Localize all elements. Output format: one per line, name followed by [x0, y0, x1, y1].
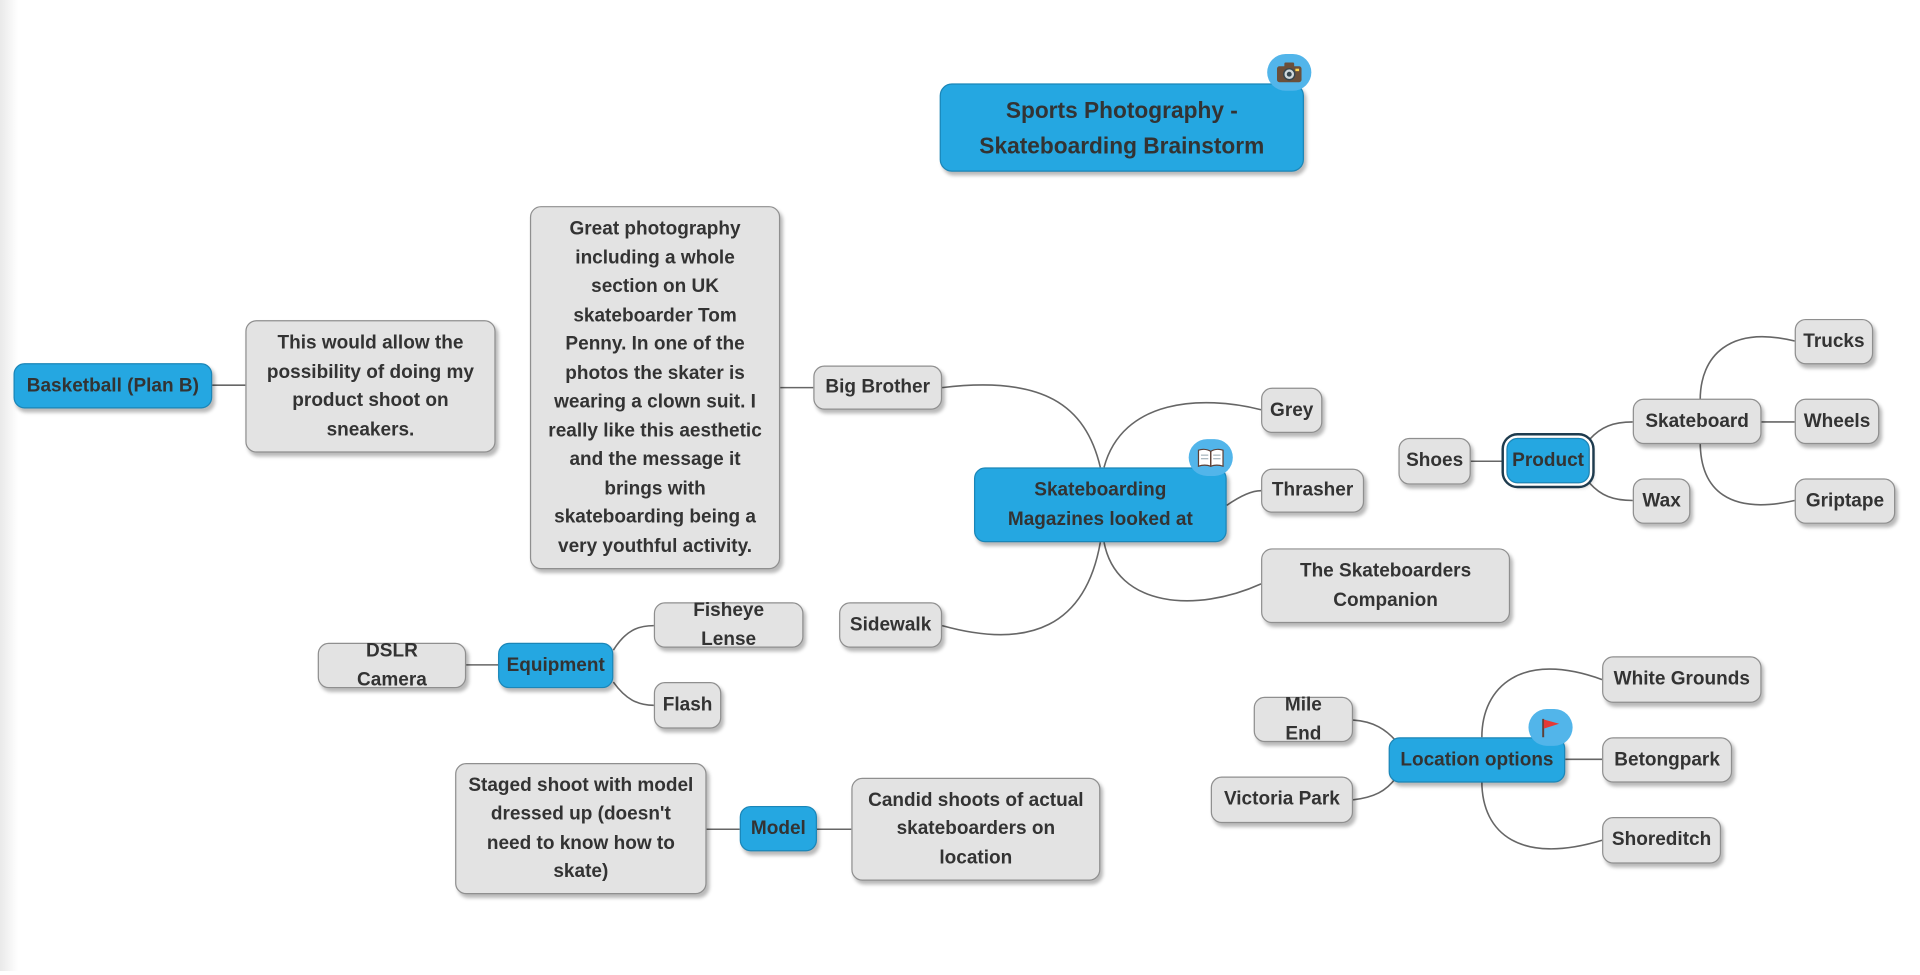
topic-skateboarders-companion[interactable]: The Skateboarders Companion: [1261, 548, 1511, 624]
topic-flash-label: Flash: [662, 694, 713, 716]
topic-betongpark[interactable]: Betongpark: [1602, 737, 1733, 783]
link-equipment-flash: [612, 681, 654, 707]
topic-shoes[interactable]: Shoes: [1398, 437, 1471, 485]
topic-product[interactable]: Product: [1503, 435, 1593, 486]
note-basketball[interactable]: This would allow the possibility of doin…: [245, 320, 496, 453]
topic-wheels[interactable]: Wheels: [1794, 398, 1880, 445]
topic-dslr-camera[interactable]: DSLR Camera: [317, 640, 467, 690]
topic-thrasher-label: Thrasher: [1271, 479, 1354, 501]
topic-wax[interactable]: Wax: [1632, 478, 1691, 524]
link-skateboard-trucks: [1699, 336, 1795, 400]
topic-skateboard[interactable]: Skateboard: [1632, 398, 1762, 445]
topic-trucks[interactable]: Trucks: [1794, 318, 1874, 365]
topic-skateboard-label: Skateboard: [1645, 410, 1749, 432]
link-magazines-companion: [1103, 542, 1262, 602]
topic-equipment-label: Equipment: [506, 654, 605, 676]
canvas-edge: [0, 0, 18, 971]
link-product-skateboard: [1589, 421, 1633, 440]
topic-shoreditch-label: Shoreditch: [1611, 829, 1712, 851]
link-location-white: [1481, 668, 1603, 738]
link-equipment-fisheye: [612, 624, 654, 651]
topic-magazines-label: Skateboarding Magazines looked at: [1007, 479, 1193, 530]
topic-sidewalk[interactable]: Sidewalk: [839, 602, 943, 648]
book-icon: [1188, 439, 1233, 476]
topic-product-label: Product: [1512, 449, 1585, 471]
topic-betongpark-label: Betongpark: [1614, 749, 1720, 771]
topic-shoes-label: Shoes: [1406, 450, 1464, 472]
note-big-brother[interactable]: Great photography including a whole sect…: [529, 206, 781, 570]
topic-mile-end-label: Mile End: [1284, 694, 1322, 744]
note-candid-shoots-label: Candid shoots of actual skateboarders on…: [868, 789, 1084, 869]
topic-fisheye-lense[interactable]: Fisheye Lense: [653, 600, 804, 650]
link-location-mileend: [1353, 719, 1397, 742]
topic-white-grounds-label: White Grounds: [1613, 668, 1750, 690]
link-magazines-bigbrother: [942, 384, 1102, 468]
topic-basketball-label: Basketball (Plan B): [26, 375, 199, 396]
topic-grey[interactable]: Grey: [1261, 387, 1323, 434]
topic-shoreditch[interactable]: Shoreditch: [1602, 816, 1722, 864]
note-staged-shoot-label: Staged shoot with model dressed up (does…: [468, 774, 694, 882]
link-magazines-grey: [1103, 401, 1262, 468]
topic-wheels-label: Wheels: [1803, 410, 1871, 432]
topic-model[interactable]: Model: [739, 805, 817, 852]
topic-mile-end[interactable]: Mile End: [1253, 694, 1354, 744]
topic-big-brother-label: Big Brother: [825, 376, 930, 398]
central-topic-label: Sports Photography - Skateboarding Brain…: [979, 96, 1265, 159]
topic-fisheye-lense-label: Fisheye Lense: [693, 599, 765, 650]
topic-white-grounds[interactable]: White Grounds: [1602, 656, 1762, 703]
link-product-wax: [1589, 482, 1633, 502]
central-topic[interactable]: Sports Photography - Skateboarding Brain…: [939, 83, 1304, 172]
note-staged-shoot[interactable]: Staged shoot with model dressed up (does…: [455, 763, 707, 895]
topic-magazines[interactable]: Skateboarding Magazines looked at: [973, 467, 1227, 543]
topic-flash[interactable]: Flash: [653, 682, 722, 729]
topic-wax-label: Wax: [1642, 490, 1681, 512]
topic-griptape-label: Griptape: [1805, 490, 1885, 512]
topic-dslr-camera-label: DSLR Camera: [357, 640, 427, 691]
topic-trucks-label: Trucks: [1803, 330, 1865, 352]
link-skateboard-griptape: [1699, 441, 1795, 506]
topic-skateboarders-companion-label: The Skateboarders Companion: [1299, 560, 1472, 611]
topic-thrasher[interactable]: Thrasher: [1261, 468, 1365, 513]
topic-sidewalk-label: Sidewalk: [849, 614, 932, 636]
flag-icon: [1528, 709, 1573, 746]
topic-basketball[interactable]: Basketball (Plan B): [13, 363, 213, 409]
link-magazines-thrasher: [1226, 489, 1262, 507]
link-location-shoreditch: [1481, 781, 1603, 850]
topic-equipment[interactable]: Equipment: [498, 642, 614, 689]
note-candid-shoots[interactable]: Candid shoots of actual skateboarders on…: [851, 777, 1101, 881]
camera-icon: [1267, 53, 1312, 91]
note-basketball-label: This would allow the possibility of doin…: [266, 332, 474, 440]
note-big-brother-label: Great photography including a whole sect…: [548, 218, 762, 557]
topic-location-options[interactable]: Location options: [1388, 737, 1566, 783]
topic-model-label: Model: [750, 817, 806, 839]
topic-grey-label: Grey: [1270, 399, 1314, 421]
link-location-victoria: [1352, 777, 1397, 801]
topic-location-options-label: Location options: [1400, 749, 1554, 771]
topic-big-brother[interactable]: Big Brother: [813, 365, 943, 410]
link-magazines-sidewalk: [941, 542, 1102, 636]
topic-victoria-park[interactable]: Victoria Park: [1210, 776, 1354, 824]
topic-victoria-park-label: Victoria Park: [1223, 789, 1340, 810]
topic-griptape[interactable]: Griptape: [1794, 478, 1896, 524]
